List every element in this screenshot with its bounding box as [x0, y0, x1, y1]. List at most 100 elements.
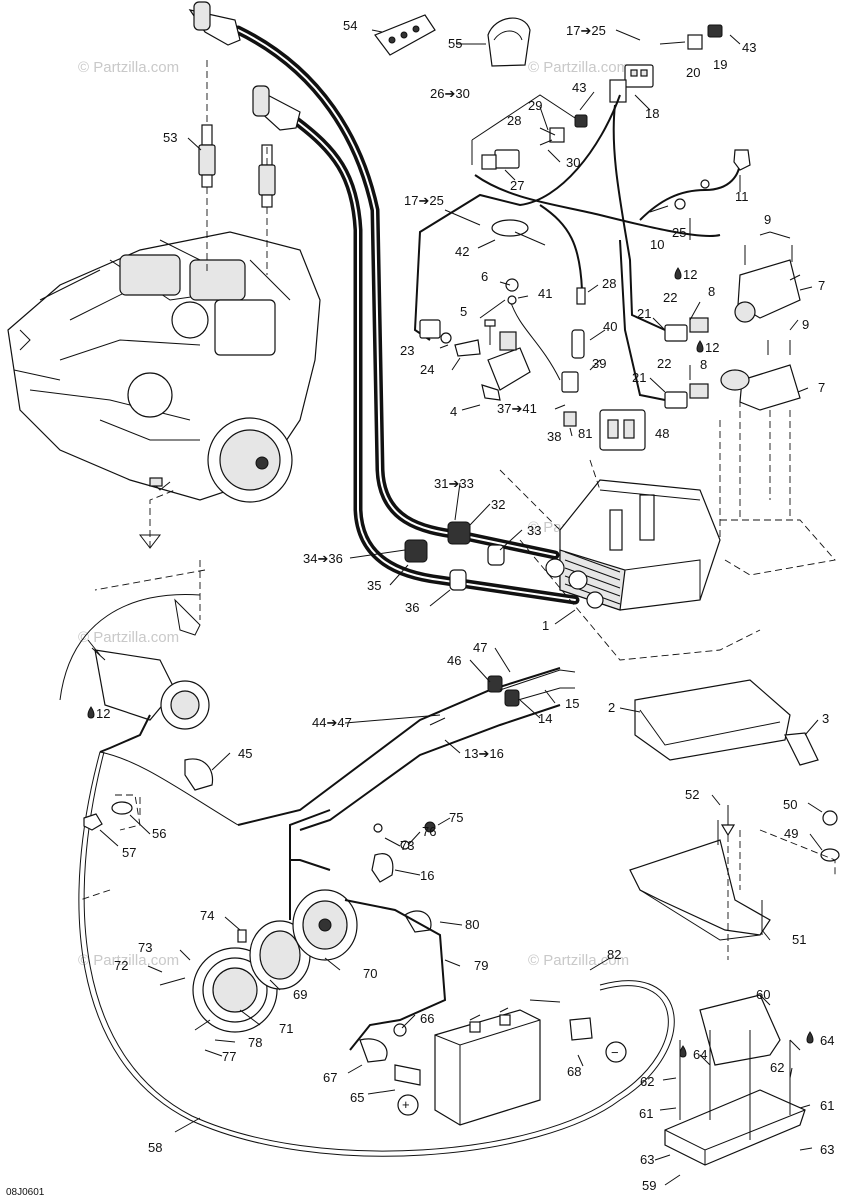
watermark-text: © Partzilla.com	[78, 952, 179, 969]
label-82: 82	[607, 947, 621, 962]
label-63: 63	[820, 1142, 834, 1157]
label-43: 43	[572, 80, 586, 95]
label-24: 24	[420, 362, 434, 377]
label-42: 42	[455, 244, 469, 259]
watermark-text: © Partzilla.com	[528, 952, 629, 969]
label-4: 4	[450, 404, 457, 419]
label-64: 64	[820, 1033, 834, 1048]
label-52: 52	[685, 787, 699, 802]
oil-drop-icon	[679, 1045, 687, 1058]
connector-parts-top	[374, 14, 801, 540]
label-53: 53	[163, 130, 177, 145]
label-1: 1	[542, 618, 549, 633]
engine-illustration	[7, 231, 321, 503]
label-39: 39	[592, 356, 606, 371]
label-37-41: 37➔41	[497, 401, 537, 416]
battery	[359, 999, 627, 1126]
label-72: 72	[114, 958, 128, 973]
leader-lines	[79, 29, 823, 1186]
label-15: 15	[565, 696, 579, 711]
label-57: 57	[122, 845, 136, 860]
label-17-25: 17➔25	[404, 193, 444, 208]
label-16: 16	[420, 868, 434, 883]
label-28: 28	[602, 276, 616, 291]
label-61: 61	[639, 1106, 653, 1121]
label-2: 2	[608, 700, 615, 715]
label-67: 67	[323, 1070, 337, 1085]
label-60: 60	[756, 987, 770, 1002]
label-48: 48	[655, 426, 669, 441]
control-cables	[59, 593, 576, 920]
label-62: 62	[640, 1074, 654, 1089]
label-30: 30	[566, 155, 580, 170]
label-19: 19	[713, 57, 727, 72]
label-22: 22	[663, 290, 677, 305]
starter-and-cables	[78, 598, 675, 1157]
label-22: 22	[657, 356, 671, 371]
ignition-cables	[188, 1, 580, 605]
label-63: 63	[640, 1152, 654, 1167]
label-68: 68	[567, 1064, 581, 1079]
label-58: 58	[148, 1140, 162, 1155]
label-25: 25	[672, 225, 686, 240]
watermark-text: © Partzilla.com	[78, 629, 179, 646]
label-33: 33	[527, 523, 541, 538]
watermark-text: © Partzilla.com	[78, 59, 179, 76]
watermark-text: © Partzilla.com	[528, 59, 629, 76]
label-7: 7	[818, 380, 825, 395]
label-32: 32	[491, 497, 505, 512]
label-38: 38	[547, 429, 561, 444]
label-11: 11	[735, 189, 749, 204]
label-70: 70	[363, 966, 377, 981]
label-9: 9	[764, 212, 771, 227]
label-64: 64	[693, 1047, 707, 1062]
label-59: 59	[642, 1178, 656, 1193]
label-3: 3	[822, 711, 829, 726]
battery-box	[629, 679, 840, 1166]
label-55: 55	[448, 36, 462, 51]
label-77: 77	[222, 1049, 236, 1064]
label-21: 21	[637, 306, 651, 321]
label-14: 14	[538, 711, 552, 726]
oil-drop-icon	[806, 1031, 814, 1044]
label-minus: −	[611, 1045, 619, 1060]
label-12: 12	[705, 340, 719, 355]
label-8: 8	[708, 284, 715, 299]
label-79: 79	[474, 958, 488, 973]
label-9: 9	[802, 317, 809, 332]
label-71: 71	[279, 1021, 293, 1036]
label-56: 56	[152, 826, 166, 841]
oil-drop-icon	[674, 267, 682, 280]
label-46: 46	[447, 653, 461, 668]
label-41: 41	[538, 286, 552, 301]
label-8: 8	[700, 357, 707, 372]
label-12: 12	[683, 267, 697, 282]
label-44-47: 44➔47	[312, 715, 352, 730]
label-27: 27	[510, 178, 524, 193]
spark-plugs	[187, 60, 276, 275]
label-45: 45	[238, 746, 252, 761]
label-20: 20	[686, 65, 700, 80]
label-80: 80	[465, 917, 479, 932]
label-75: 75	[449, 810, 463, 825]
label-47: 47	[473, 640, 487, 655]
label-26-30: 26➔30	[430, 86, 470, 101]
oil-drop-icon	[696, 340, 704, 353]
label-plus: +	[402, 1097, 410, 1112]
diagram-code: 08J0601	[6, 1187, 45, 1198]
oil-drop-icon	[87, 706, 95, 719]
label-62: 62	[770, 1060, 784, 1075]
label-29: 29	[528, 98, 542, 113]
label-61: 61	[820, 1098, 834, 1113]
label-31-33: 31➔33	[434, 476, 474, 491]
label-81: 81	[578, 426, 592, 441]
label-10: 10	[650, 237, 664, 252]
label-18: 18	[645, 106, 659, 121]
label-7: 7	[818, 278, 825, 293]
label-76: 76	[422, 824, 436, 839]
label-66: 66	[420, 1011, 434, 1026]
label-28: 28	[507, 113, 521, 128]
label-73: 73	[400, 838, 414, 853]
label-74: 74	[200, 908, 214, 923]
